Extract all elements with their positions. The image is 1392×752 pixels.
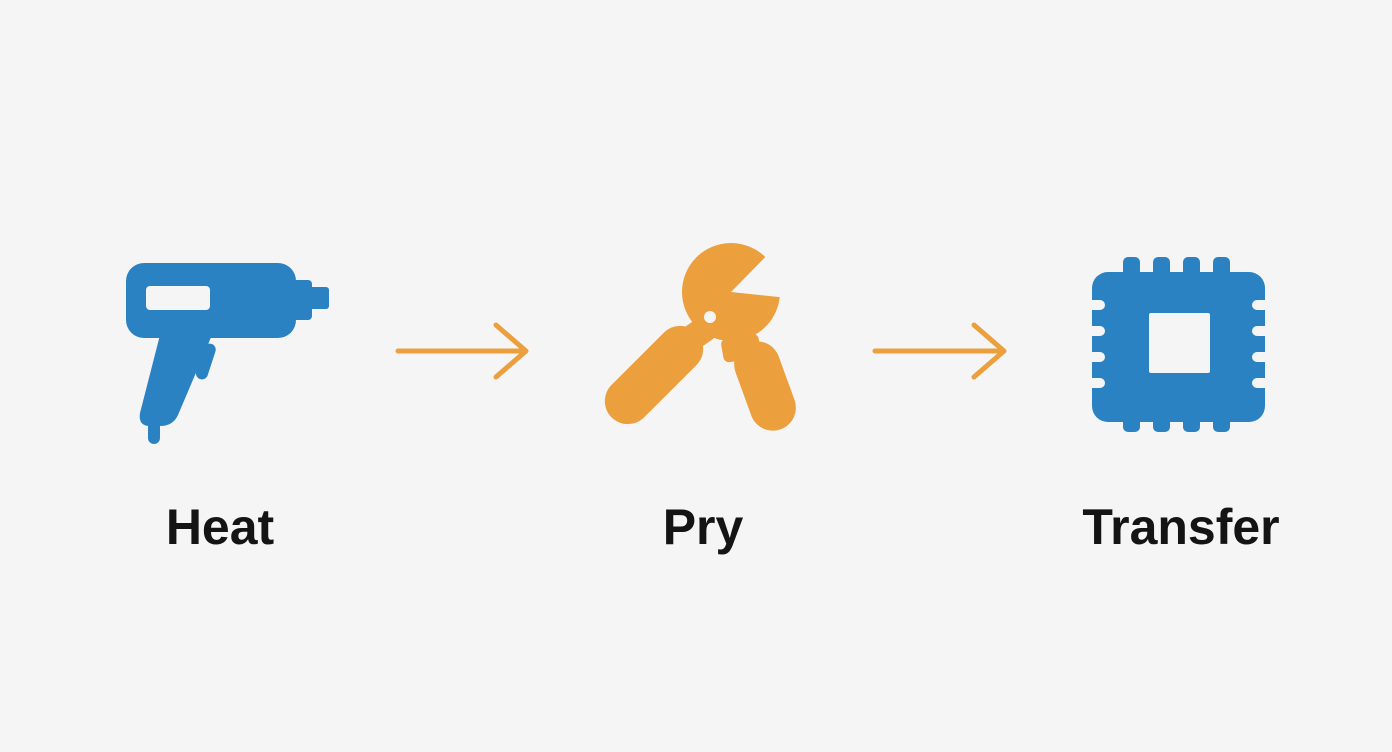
arrow-right-icon [395,322,529,380]
heat-gun-icon [126,263,329,444]
step-label-transfer: Transfer [1082,499,1280,555]
arrow-right-icon [872,322,1007,380]
step-label-heat: Heat [165,499,275,555]
step-label-pry: Pry [662,499,744,555]
chip-icon [1085,257,1272,432]
pry-tool-icon [604,238,803,431]
